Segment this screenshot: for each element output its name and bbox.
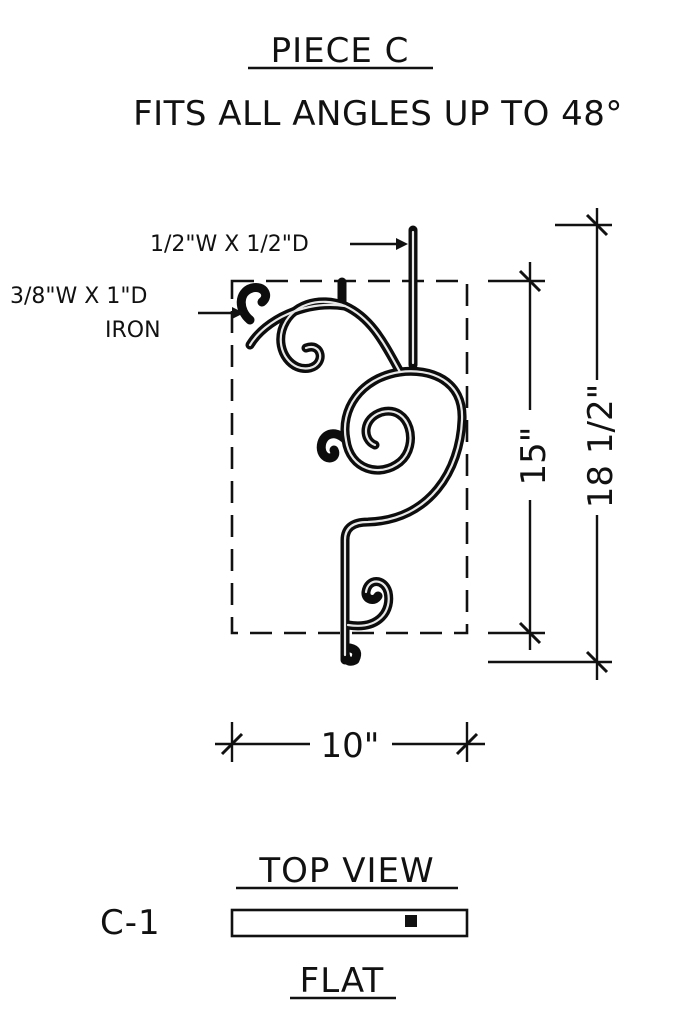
top-view-post-marker: [405, 915, 417, 927]
lower-scroll: [343, 577, 394, 631]
bar-size-arrowhead: [396, 238, 408, 250]
page-title: PIECE C: [271, 31, 410, 71]
width-dimension: 10": [215, 722, 485, 766]
width-label: 10": [321, 726, 380, 766]
part-code: C-1: [100, 903, 161, 943]
iron-size-label-line2: IRON: [105, 318, 161, 343]
top-view-bar: [230, 908, 469, 938]
page-subtitle: FITS ALL ANGLES UP TO 48°: [133, 94, 623, 134]
overall-height-dimension: 18 1/2": [488, 208, 621, 680]
bar-size-label: 1/2"W X 1/2"D: [150, 232, 309, 257]
inner-height-dimension: 15": [488, 262, 554, 650]
scroll-ironwork: [236, 225, 467, 666]
iron-size-arrowhead: [232, 307, 244, 319]
top-left-curl: [236, 283, 271, 325]
bottom-hook: [340, 643, 362, 666]
mid-left-curl: [316, 429, 351, 463]
inner-height-label: 15": [514, 427, 554, 486]
iron-size-label-line1: 3/8"W X 1"D: [10, 284, 147, 309]
top-view-heading: TOP VIEW: [258, 851, 434, 891]
flat-label: FLAT: [300, 961, 385, 1001]
overall-height-label: 18 1/2": [581, 384, 621, 508]
bounding-box: [230, 279, 469, 635]
